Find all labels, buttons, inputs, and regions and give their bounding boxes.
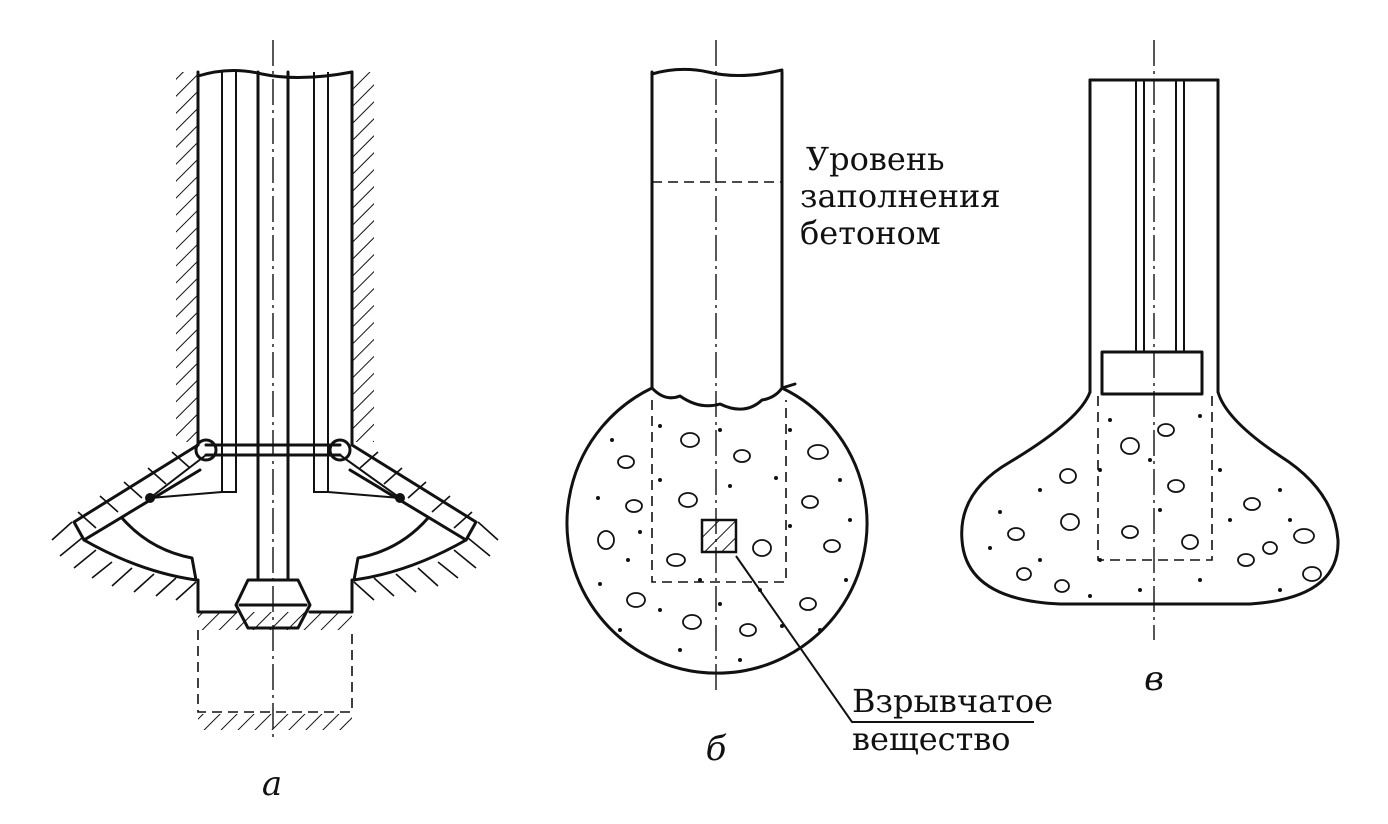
casing-right-outer (313, 72, 329, 493)
ground-hatch-left (176, 72, 198, 442)
explosive-label-1: Взрывчатое (852, 682, 1053, 720)
joint-right (395, 493, 405, 503)
explosive-label-2: вещество (852, 720, 1011, 758)
bulb-b-break (650, 382, 797, 411)
panel-b: Уровень заполнения бетоном Взрывчатое ве… (565, 40, 1053, 769)
aggregate-b (597, 432, 841, 637)
link-right (327, 454, 401, 499)
ground-hatch-lower-left (51, 521, 197, 601)
concrete-level-label-3: бетоном (800, 214, 941, 252)
sand-dots-b (596, 424, 852, 662)
bulb-b (565, 386, 869, 675)
ground-hatch-upper-right (359, 451, 473, 529)
explosive-charge (700, 518, 738, 554)
bottom-hatch (198, 612, 352, 630)
lower-excavation (197, 630, 353, 713)
cutter-arm-right (348, 443, 478, 542)
concrete-level-label-1: Уровень (806, 140, 945, 178)
ground-hatch-upper-left (77, 451, 191, 529)
pivot-right (328, 438, 352, 462)
panel-v: в (960, 40, 1340, 699)
concrete-level-label-2: заполнения (800, 177, 1001, 215)
panel-a: а (51, 40, 499, 804)
leader-explosive (735, 555, 1034, 723)
column-b-top-break (650, 67, 784, 78)
caption-v: в (1144, 659, 1164, 699)
casing-left-outer (221, 72, 237, 493)
cutter-arm-left (72, 443, 202, 542)
cutter-blade-right (352, 516, 468, 582)
ground-hatch-right (352, 72, 374, 442)
ground-hatch-lower-right (353, 521, 499, 601)
pivot-left (194, 438, 218, 462)
bottom-chamber (196, 578, 354, 614)
aggregate-v (1007, 423, 1322, 593)
lower-hatch (198, 714, 352, 730)
concrete-core-v (1097, 396, 1213, 561)
concrete-core-b (651, 400, 787, 583)
bulb-v (960, 390, 1340, 606)
cutter-blade-left (82, 516, 198, 582)
shaft-top-break (196, 68, 354, 80)
center-pipe (256, 70, 290, 580)
sand-dots-v (988, 414, 1292, 598)
link-left (149, 454, 223, 499)
casing-v (1135, 80, 1185, 352)
plug-v (1100, 350, 1204, 396)
joint-left (145, 493, 155, 503)
caption-b: б (706, 729, 727, 769)
caption-a: а (262, 764, 282, 804)
